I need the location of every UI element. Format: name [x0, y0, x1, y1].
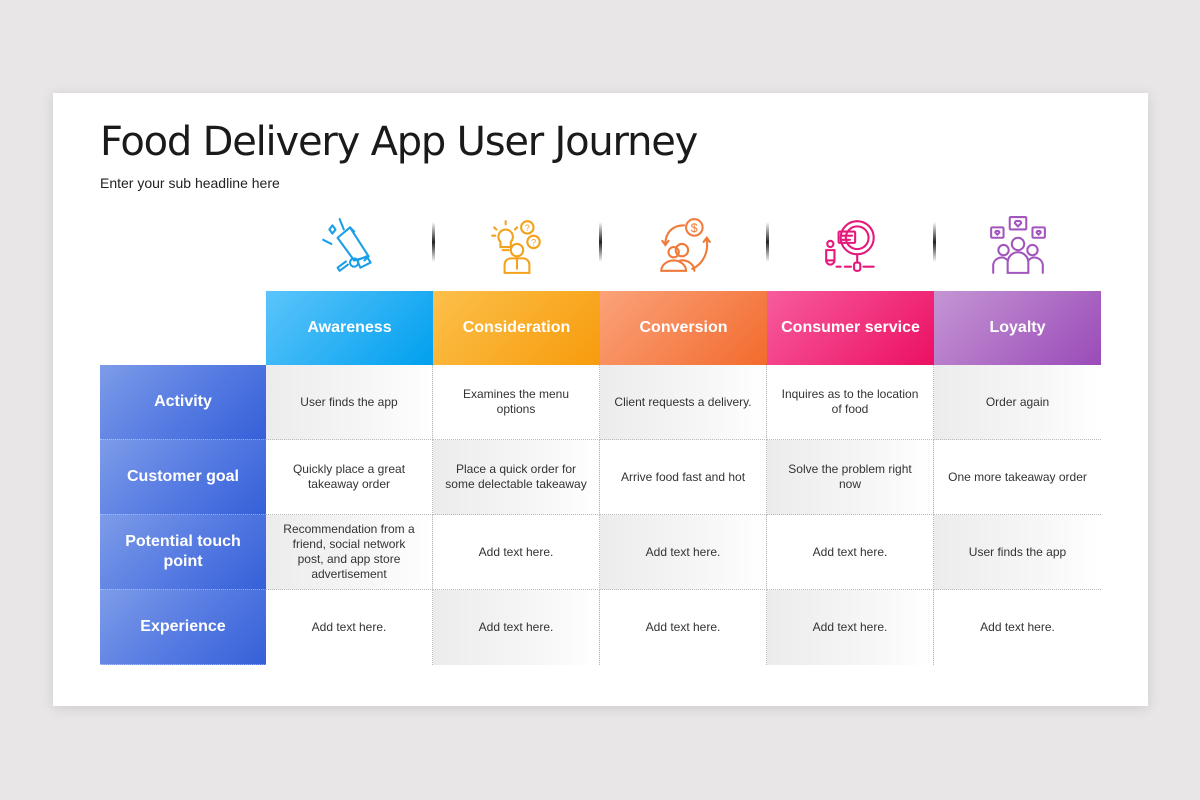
- table-row-activity: Activity User finds the app Examines the…: [100, 365, 1101, 440]
- table-cell: Add text here.: [433, 515, 600, 590]
- stage-header-consideration: Consideration: [433, 291, 600, 365]
- table-cell: Place a quick order for some delectable …: [433, 440, 600, 515]
- table-row-customer-goal: Customer goal Quickly place a great take…: [100, 440, 1101, 515]
- svg-text:$: $: [690, 221, 697, 235]
- table-cell: Add text here.: [767, 515, 934, 590]
- stage-icon-loyalty: [934, 208, 1101, 283]
- svg-text:?: ?: [524, 223, 529, 233]
- table-cell: Add text here.: [980, 620, 1055, 634]
- stage-header-conversion: Conversion: [600, 291, 767, 365]
- table-cell: Quickly place a great takeaway order: [266, 440, 433, 515]
- table-cell: Add text here.: [433, 590, 600, 665]
- row-label: Activity: [100, 365, 266, 440]
- table-cell: Solve the problem right now: [767, 440, 934, 515]
- divider: [599, 222, 602, 262]
- sub-headline: Enter your sub headline here: [100, 175, 280, 191]
- svg-text:?: ?: [530, 237, 535, 247]
- dollar-exchange-people-icon: $: [659, 217, 711, 272]
- table-cell: One more takeaway order: [934, 440, 1101, 515]
- stage-icon-awareness: [266, 208, 435, 283]
- slide: Food Delivery App User Journey Enter you…: [53, 93, 1148, 706]
- group-hearts-icon: [989, 215, 1046, 274]
- table-cell: Add text here.: [600, 515, 767, 590]
- table-cell: User finds the app: [934, 515, 1101, 590]
- journey-table: Awareness Consideration Conversion Consu…: [100, 291, 1101, 665]
- stage-header-awareness: Awareness: [266, 291, 433, 365]
- lightbulb-person-question-icon: ? ?: [490, 219, 541, 274]
- stage-icons: ? ? $: [266, 208, 1101, 283]
- table-cell: Add text here.: [767, 590, 934, 665]
- table-row-experience: Experience Add text here. Add text here.…: [100, 590, 1101, 665]
- divider: [766, 222, 769, 262]
- table-row-potential-touch-point: Potential touch point Recommendation fro…: [100, 515, 1101, 590]
- stage-header-consumer-service: Consumer service: [767, 291, 934, 365]
- table-cell: Examines the menu options: [433, 365, 600, 440]
- megaphone-icon: [321, 217, 372, 272]
- stage-icon-consumer-service: [767, 208, 936, 283]
- stage-icon-conversion: $: [600, 208, 769, 283]
- stage-header-row: Awareness Consideration Conversion Consu…: [266, 291, 1101, 365]
- table-cell: Arrive food fast and hot: [600, 440, 767, 515]
- row-label: Experience: [100, 590, 266, 665]
- table-cell: Recommendation from a friend, social net…: [266, 515, 433, 590]
- table-cell: Add text here.: [600, 590, 767, 665]
- table-cell: Client requests a delivery.: [600, 365, 767, 440]
- stage-icon-consideration: ? ?: [433, 208, 602, 283]
- table-cell: Add text here.: [266, 590, 433, 665]
- row-label: Customer goal: [100, 440, 266, 515]
- page-title: Food Delivery App User Journey: [100, 119, 698, 165]
- divider: [933, 222, 936, 262]
- table-cell: Order again: [934, 365, 1101, 440]
- divider: [432, 222, 435, 262]
- magnifier-chat-support-icon: [824, 219, 875, 272]
- stage-header-loyalty: Loyalty: [934, 291, 1101, 365]
- table-cell: User finds the app: [266, 365, 433, 440]
- table-cell: Inquires as to the location of food: [767, 365, 934, 440]
- row-label: Potential touch point: [100, 515, 266, 590]
